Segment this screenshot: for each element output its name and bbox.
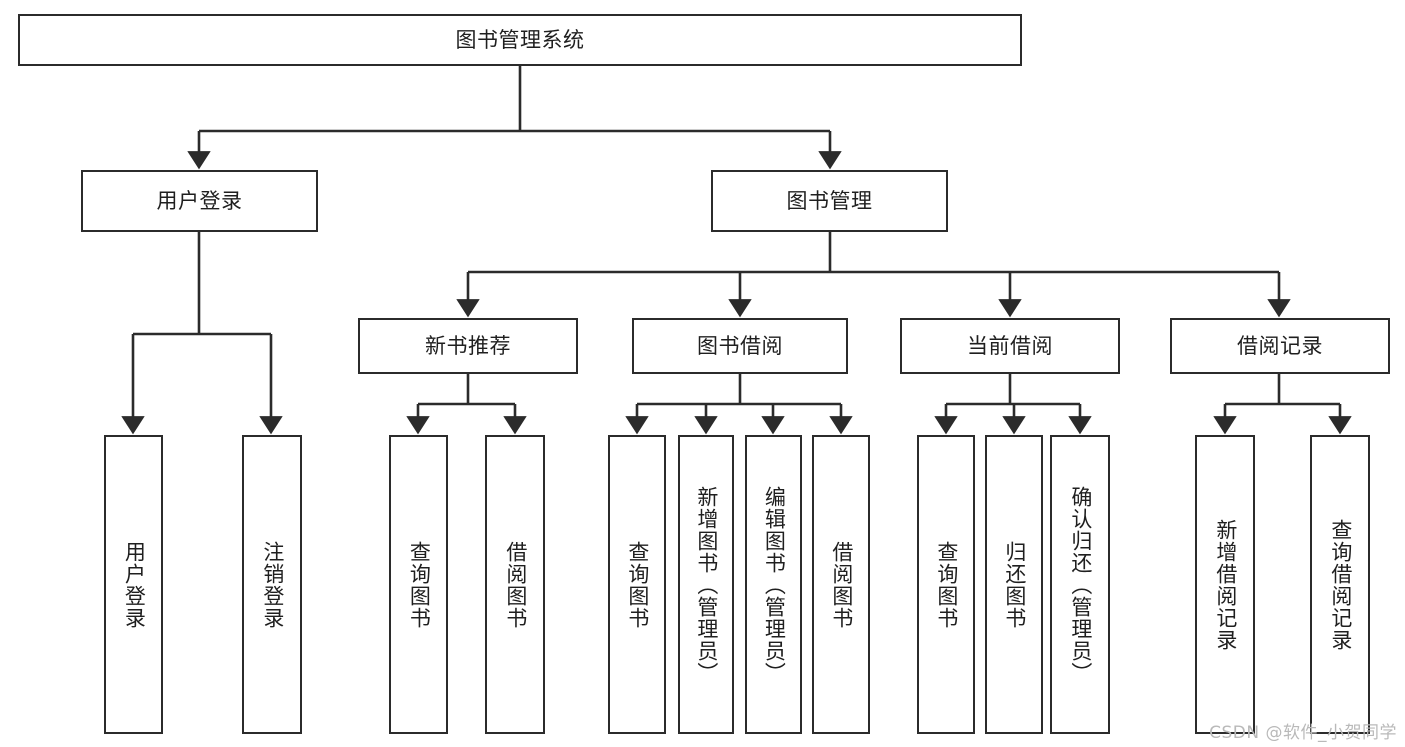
node-current-borrow-label: 当前借阅 — [967, 333, 1053, 358]
node-leaf-add-book-admin[interactable]: 新增图书（管理员） — [678, 435, 734, 734]
node-leaf-query-borrow-record-label: 查询借阅记录 — [1328, 518, 1353, 651]
node-leaf-confirm-return-admin[interactable]: 确认归还（管理员） — [1050, 435, 1110, 734]
node-leaf-borrow-book[interactable]: 借阅图书 — [812, 435, 870, 734]
node-new-book-recommend-label: 新书推荐 — [425, 333, 511, 358]
node-borrow-record-label: 借阅记录 — [1237, 333, 1323, 358]
node-leaf-borrow-book-recommend-label: 借阅图书 — [503, 540, 528, 629]
node-leaf-confirm-return-admin-label: 确认归还（管理员） — [1068, 485, 1093, 684]
node-leaf-query-borrow-record[interactable]: 查询借阅记录 — [1310, 435, 1370, 734]
node-user-login[interactable]: 用户登录 — [81, 170, 318, 232]
node-root-label: 图书管理系统 — [455, 27, 585, 52]
node-leaf-query-book-recommend-label: 查询图书 — [407, 540, 432, 629]
node-book-borrow-label: 图书借阅 — [697, 333, 783, 358]
node-leaf-edit-book-admin-label: 编辑图书（管理员） — [762, 485, 787, 684]
node-leaf-query-book-borrow-label: 查询图书 — [625, 540, 650, 629]
node-leaf-query-book-current[interactable]: 查询图书 — [917, 435, 975, 734]
node-leaf-return-book-label: 归还图书 — [1002, 540, 1027, 629]
node-leaf-edit-book-admin[interactable]: 编辑图书（管理员） — [745, 435, 802, 734]
node-leaf-logout[interactable]: 注销登录 — [242, 435, 302, 734]
node-leaf-query-book-borrow[interactable]: 查询图书 — [608, 435, 666, 734]
node-leaf-query-book-recommend[interactable]: 查询图书 — [389, 435, 448, 734]
node-leaf-query-book-current-label: 查询图书 — [934, 540, 959, 629]
node-current-borrow[interactable]: 当前借阅 — [900, 318, 1120, 374]
node-book-borrow[interactable]: 图书借阅 — [632, 318, 848, 374]
node-new-book-recommend[interactable]: 新书推荐 — [358, 318, 578, 374]
node-user-login-label: 用户登录 — [156, 188, 243, 213]
node-leaf-return-book[interactable]: 归还图书 — [985, 435, 1043, 734]
node-book-management[interactable]: 图书管理 — [711, 170, 948, 232]
node-leaf-user-login-label: 用户登录 — [122, 540, 147, 629]
node-book-management-label: 图书管理 — [786, 188, 873, 213]
node-leaf-add-book-admin-label: 新增图书（管理员） — [694, 485, 719, 684]
node-root-book-management-system[interactable]: 图书管理系统 — [18, 14, 1022, 66]
node-borrow-record[interactable]: 借阅记录 — [1170, 318, 1390, 374]
node-leaf-borrow-book-recommend[interactable]: 借阅图书 — [485, 435, 545, 734]
node-leaf-logout-label: 注销登录 — [260, 540, 285, 629]
node-leaf-add-borrow-record[interactable]: 新增借阅记录 — [1195, 435, 1255, 734]
node-leaf-add-borrow-record-label: 新增借阅记录 — [1213, 518, 1238, 651]
node-leaf-user-login[interactable]: 用户登录 — [104, 435, 163, 734]
node-leaf-borrow-book-label: 借阅图书 — [829, 540, 854, 629]
